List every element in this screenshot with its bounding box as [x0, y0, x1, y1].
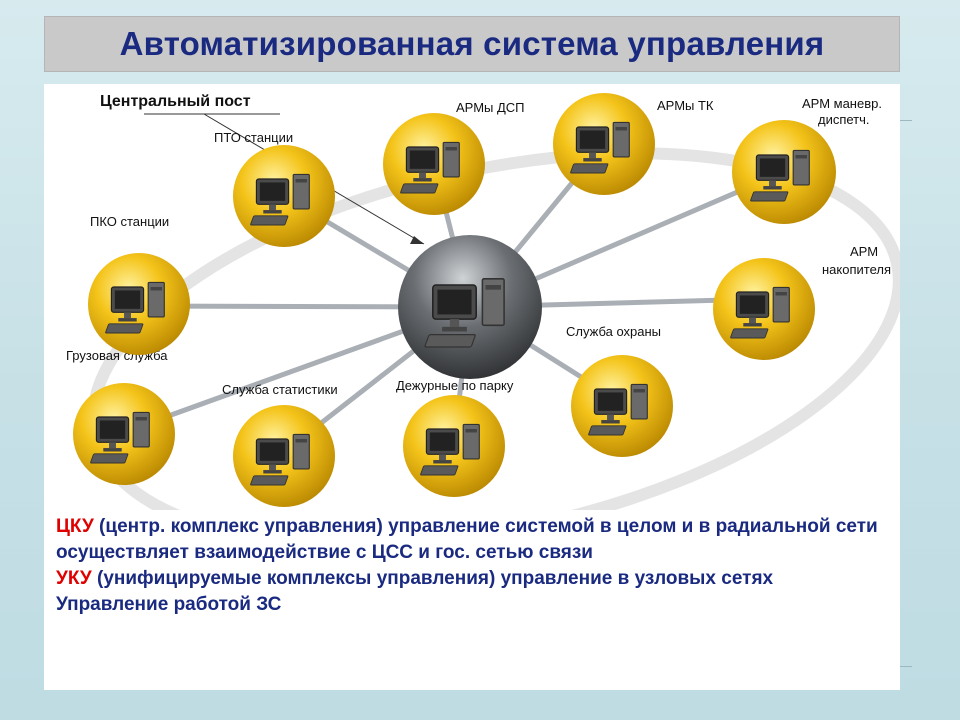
cku-text: (центр. комплекс управления) управление …: [56, 516, 878, 563]
center-label: Центральный пост: [100, 93, 251, 110]
cku-paragraph: ЦКУ (центр. комплекс управления) управле…: [56, 514, 892, 566]
node-statistika: [233, 405, 335, 507]
node-dezhurnye-label: Дежурные по парку: [396, 378, 514, 393]
page-title: Автоматизированная система управления: [119, 25, 825, 62]
node-ohrana-label: Служба охраны: [566, 324, 661, 339]
content-panel: Центральный пост ПТО станции АРМы ДСП АР…: [44, 84, 900, 690]
node-arm-tk: [553, 93, 655, 195]
node-statistika-label: Служба статистики: [222, 382, 338, 397]
center-pointer-arrow: [410, 236, 424, 244]
node-pko-label: ПКО станции: [90, 214, 169, 229]
node-ohrana: [571, 355, 673, 457]
uku-text: (унифицируемые комплексы управления) упр…: [91, 568, 774, 589]
node-pto: [233, 145, 335, 247]
node-pko: [88, 253, 190, 355]
center-node: [398, 235, 542, 379]
title-bar: Автоматизированная система управления: [44, 16, 900, 72]
description-text: ЦКУ (центр. комплекс управления) управле…: [56, 514, 892, 618]
node-arm-nakop: [713, 258, 815, 360]
uku-abbr: УКУ: [56, 568, 92, 589]
node-arm-nakop-label-2: накопителя: [822, 262, 891, 277]
decor-line-bottom: [900, 666, 912, 667]
decor-line-top: [900, 120, 912, 121]
uku-paragraph: УКУ (унифицируемые комплексы управления)…: [56, 566, 892, 592]
node-arm-manev-label-1: АРМ маневр.: [802, 96, 882, 111]
node-gruzovaya: [73, 383, 175, 485]
network-diagram: Центральный пост ПТО станции АРМы ДСП АР…: [66, 93, 900, 510]
node-pto-label: ПТО станции: [214, 130, 293, 145]
node-arm-nakop-label-1: АРМ: [850, 244, 878, 259]
node-arm-tk-label: АРМы ТК: [657, 98, 714, 113]
cku-abbr: ЦКУ: [56, 516, 94, 537]
zs-paragraph: Управление работой ЗС: [56, 594, 282, 615]
node-arm-manev-label-2: диспетч.: [818, 112, 870, 127]
node-arm-dsp: [383, 113, 485, 215]
node-arm-dsp-label: АРМы ДСП: [456, 100, 525, 115]
node-arm-manev: [732, 120, 836, 224]
node-dezhurnye: [403, 395, 505, 497]
